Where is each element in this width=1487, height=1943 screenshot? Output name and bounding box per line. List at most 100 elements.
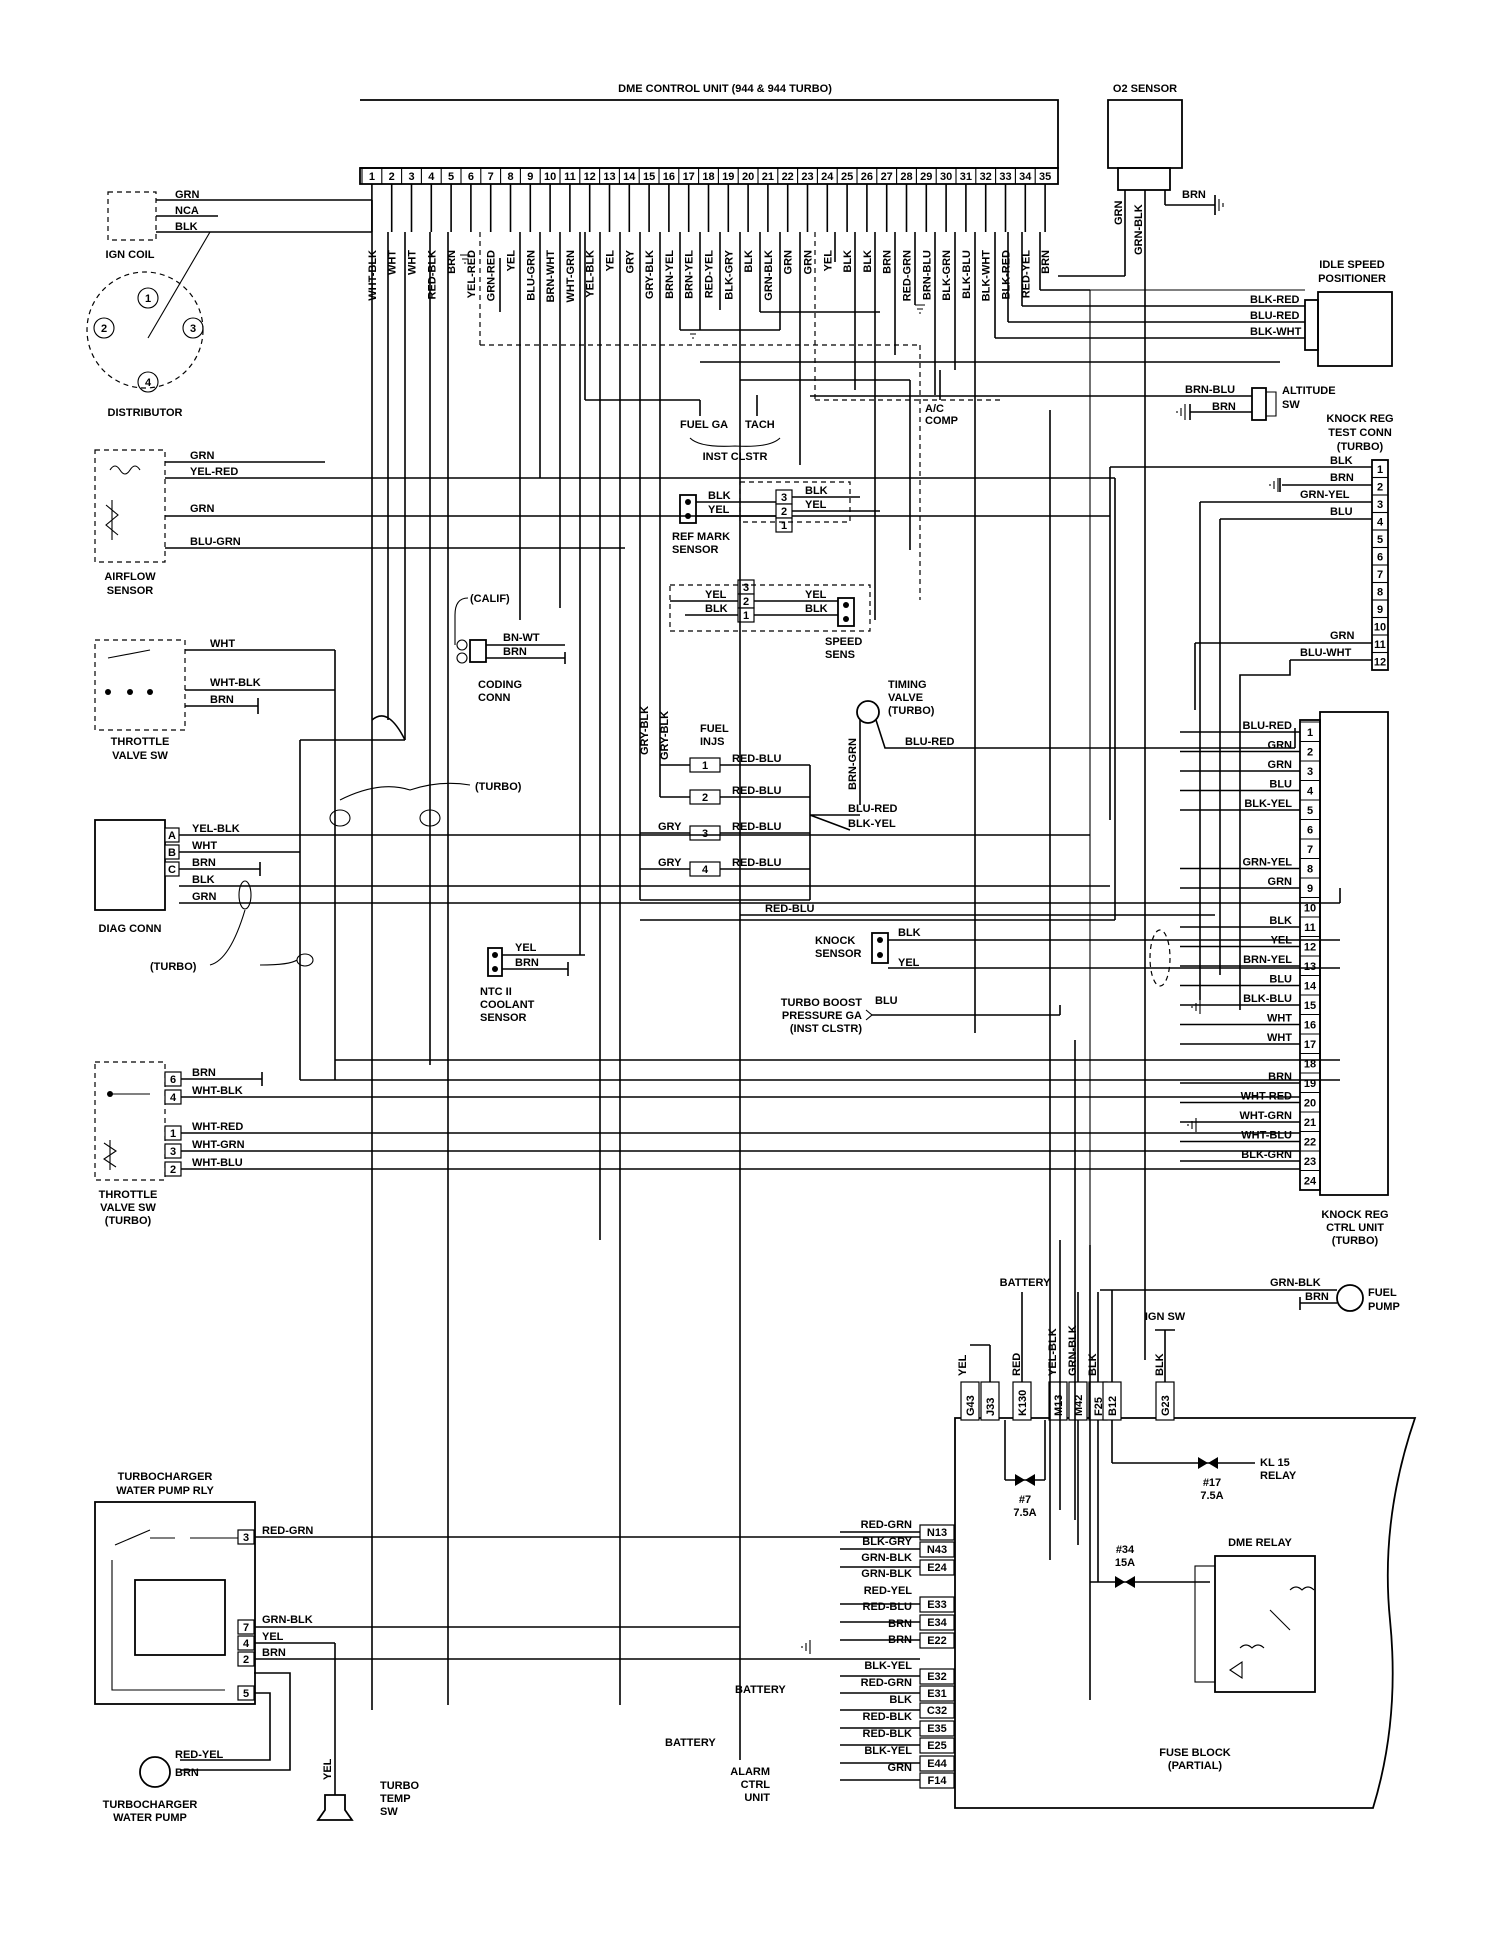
speed-wire-blk-l: BLK [705, 603, 728, 615]
knock-ctrl-title-2: CTRL UNIT [1326, 1222, 1384, 1234]
ttemp-wire: YEL [322, 1758, 334, 1780]
dme-pin-1: 1 [369, 171, 375, 183]
dme-pin-4: 4 [428, 171, 435, 183]
knock-test-wire-1: BLK [1330, 455, 1353, 467]
knock-reg-test-conn: KNOCK REG TEST CONN (TURBO) 123456789101… [1109, 413, 1394, 1010]
tpump-wire-4: BRN [262, 1647, 286, 1659]
distributor-title: DISTRIBUTOR [108, 407, 183, 419]
altitude-wire-1: BRN-BLU [1185, 384, 1235, 396]
dme-wire-label-16: BRN-YEL [664, 250, 676, 299]
knock-ctrl-pin-13: 13 [1304, 961, 1316, 973]
dme-wire-label-9: BLU-GRN [525, 250, 537, 301]
knock-ctrl-wire-label-22: WHT-BLU [1241, 1130, 1292, 1142]
fuel-pump-wire-1: GRN-BLK [1270, 1277, 1321, 1289]
dme-pin-25: 25 [841, 171, 853, 183]
knock-ctrl-wire-label-20: WHT-RED [1241, 1091, 1292, 1103]
ref-wire-yel: YEL [708, 504, 730, 516]
fuel-pump-wire-2: BRN [1305, 1291, 1329, 1303]
speed-title-2: SENS [825, 649, 855, 661]
dme-wire-label-17: BRN-YEL [684, 250, 696, 299]
dme-wire-label-12: YEL-BLK [585, 250, 597, 298]
fuse7-label-1: #7 [1019, 1494, 1031, 1506]
dme-wire-label-33: BLK-RED [1001, 250, 1013, 300]
knock-ctrl-pin-12: 12 [1304, 942, 1316, 954]
knock-ctrl-pin-2: 2 [1307, 747, 1313, 759]
ign-coil-title: IGN COIL [106, 249, 155, 261]
tv-turbo-title-2: VALVE SW [100, 1202, 156, 1214]
knock-test-pin-6: 6 [1377, 552, 1383, 564]
dme-pin-31: 31 [960, 171, 972, 183]
battery-left-1: BATTERY [735, 1684, 786, 1696]
airflow-wire-2: YEL-RED [190, 466, 238, 478]
knock-reg-ctrl-unit: 123456789101112131415161718192021222324 … [1180, 711, 1389, 1247]
fuse-ign-sw: IGN SW [1145, 1311, 1186, 1323]
dme-wire-label-31: BLK-BLU [961, 250, 973, 299]
fuse-top-pin-box [1048, 1381, 1068, 1421]
tpump-rly-title-1: TURBOCHARGER [118, 1471, 213, 1483]
knock-test-wire-4: BLU [1330, 506, 1353, 518]
idle-title-2: POSITIONER [1318, 273, 1386, 285]
knock-ctrl-title-1: KNOCK REG [1321, 1209, 1388, 1221]
fuse-left-pin-E35: E35 [927, 1723, 947, 1735]
knock-test-title-1: KNOCK REG [1326, 413, 1393, 425]
kl15-label-1: KL 15 [1260, 1457, 1290, 1469]
dme-wire-label-3: WHT [407, 250, 419, 275]
dme-wire-label-14: GRY [624, 249, 636, 273]
tv-turbo-wire-3: WHT-RED [192, 1121, 243, 1133]
dme-pin-15: 15 [643, 171, 655, 183]
knock-ctrl-pin-23: 23 [1304, 1156, 1316, 1168]
knock-ctrl-wire-label-3: GRN [1268, 759, 1293, 771]
knock-test-wire-6: BLU-WHT [1300, 647, 1352, 659]
fuel-pump-title-2: PUMP [1368, 1301, 1400, 1313]
dme-pin-2: 2 [389, 171, 395, 183]
dme-wire-label-30: BLK-GRN [941, 250, 953, 301]
tv-turbo-wire-1: BRN [192, 1067, 216, 1079]
dme-pin-23: 23 [801, 171, 813, 183]
tach-label: TACH [745, 419, 775, 431]
tv-turbo-pin-3: 3 [170, 1146, 176, 1158]
tv-turbo-pin-6: 6 [170, 1074, 176, 1086]
fuse-left-pin-F14: F14 [928, 1775, 948, 1787]
knock-test-pin-8: 8 [1377, 587, 1383, 599]
knock-test-pin-7: 7 [1377, 569, 1383, 581]
knock-ctrl-pin-3: 3 [1307, 766, 1313, 778]
knock-ctrl-wire-label-4: BLU [1269, 779, 1292, 791]
fuse-top-wire-5: BLK [1154, 1353, 1166, 1376]
idle-wire-1: BLK-RED [1250, 294, 1300, 306]
knock-test-pin-11: 11 [1374, 639, 1386, 651]
dme-wire-label-18: RED-YEL [704, 250, 716, 299]
dme-wire-label-5: BRN [446, 250, 458, 274]
altitude-title-1: ALTITUDE [1282, 385, 1336, 397]
alarm-2: CTRL [741, 1779, 771, 1791]
tpump-wire-2: GRN-BLK [262, 1614, 313, 1626]
turbo-label-1: (TURBO) [475, 781, 522, 793]
o2-sensor: O2 SENSOR GRN GRN-BLK BRN [1107, 83, 1216, 420]
coolant-title-3: SENSOR [480, 1012, 527, 1024]
fuse-block-title-1: FUSE BLOCK [1159, 1747, 1231, 1759]
knock-ctrl-pin-5: 5 [1307, 805, 1313, 817]
dme-wire-label-7: GRN-RED [486, 250, 498, 301]
knock-ctrl-wire-label-8: GRN-YEL [1243, 857, 1293, 869]
throttle-wire-1: WHT [210, 638, 235, 650]
dme-pin-21: 21 [762, 171, 774, 183]
fuse-left-pin-E31: E31 [927, 1688, 947, 1700]
dme-title: DME CONTROL UNIT (944 & 944 TURBO) [618, 83, 832, 95]
turbo-water-pump-relay: TURBOCHARGER WATER PUMP RLY 3 7 4 2 5 RE… [94, 1471, 920, 1795]
knock-ctrl-pin-22: 22 [1304, 1137, 1316, 1149]
fuse-top-wire-3: GRN-BLK [1067, 1325, 1079, 1376]
knock-wire-yel: YEL [898, 957, 920, 969]
inst-clstr: FUEL GA TACH INST CLSTR A/C COMP [585, 370, 958, 463]
dme-pin-28: 28 [900, 171, 912, 183]
airflow-wire-1: GRN [190, 450, 215, 462]
timing-wire-brngrn: BRN-GRN [847, 738, 859, 790]
knock-ctrl-pin-20: 20 [1304, 1098, 1316, 1110]
knock-sensor: BLK YEL KNOCK SENSOR [815, 927, 1340, 987]
fuse-left-pin-E44: E44 [927, 1758, 947, 1770]
fuse-left-pin-N43: N43 [927, 1544, 947, 1556]
dme-pin-32: 32 [980, 171, 992, 183]
fuse-left-pin-E22: E22 [927, 1635, 947, 1647]
tv-turbo-title-1: THROTTLE [99, 1189, 158, 1201]
